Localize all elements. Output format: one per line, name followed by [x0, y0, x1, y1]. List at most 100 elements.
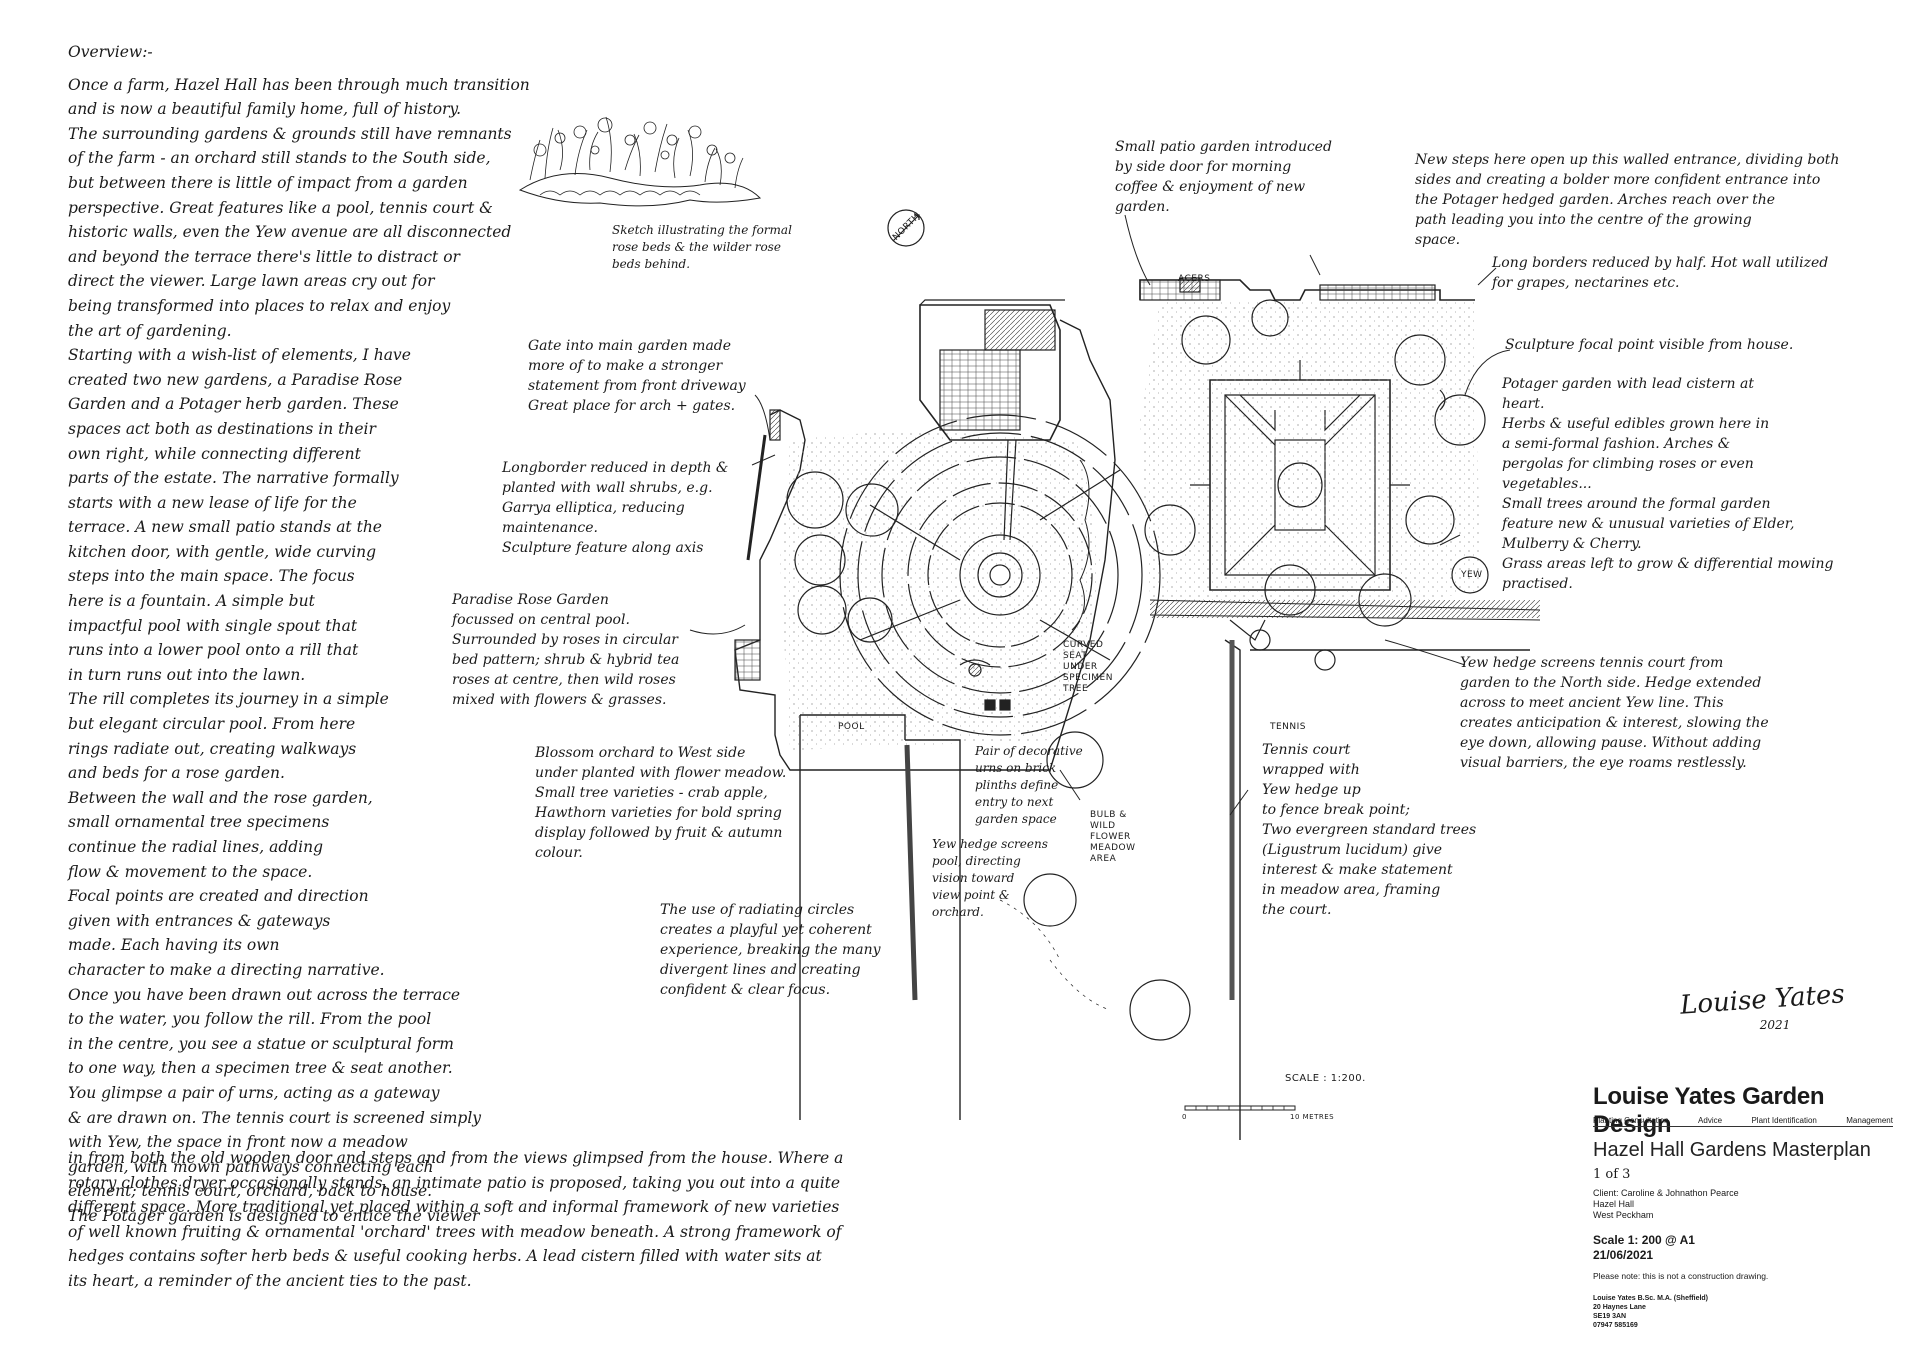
caption-line: beds behind. — [612, 257, 691, 271]
overview-line: Focal points are created and direction — [68, 887, 369, 906]
label-line: SPECIMEN — [1063, 673, 1113, 683]
label-line: BULB & — [1090, 810, 1127, 820]
overview-line: its heart, a reminder of the ancient tie… — [68, 1271, 472, 1290]
overview-line: continue the radial lines, adding — [68, 838, 324, 856]
note-line: Pair of decorative — [975, 744, 1083, 758]
overview-line: in from both the old wooden door and ste… — [68, 1149, 844, 1167]
note-circles: The use of radiating circles creates a p… — [660, 900, 881, 1000]
title-block: Louise Yates Garden Design Planting Cons… — [1575, 1055, 1905, 1337]
overview-line: given with entrances & gateways — [68, 911, 331, 930]
label-line: WILD — [1090, 821, 1116, 831]
note-line: under planted with flower meadow. — [535, 765, 787, 781]
note-line: (Ligustrum lucidum) give — [1262, 842, 1443, 858]
address-line: 07947 585169 — [1593, 1322, 1638, 1329]
overview-line: flow & movement to the space. — [68, 862, 313, 881]
note-line: Sculpture feature along axis — [502, 540, 704, 556]
note-line: focussed on central pool. — [452, 612, 630, 628]
note-urns: Pair of decorative urns on brick plinths… — [975, 743, 1083, 828]
overview-line: parts of the estate. The narrative forma… — [68, 469, 399, 488]
overview-line: different space. More traditional yet pl… — [68, 1198, 840, 1217]
label-line: FLOWER — [1090, 832, 1131, 842]
note-line: heart. — [1502, 396, 1545, 412]
label-tennis: TENNIS — [1270, 722, 1307, 732]
note-line: by side door for morning — [1115, 159, 1292, 175]
overview-line: rings radiate out, creating walkways — [68, 739, 357, 758]
note-line: roses at centre, then wild roses — [452, 672, 676, 688]
overview-line: and beyond the terrace there's little to… — [68, 247, 460, 266]
service-item: Advice — [1698, 1116, 1723, 1125]
note-line: creates a playful yet coherent — [660, 922, 872, 938]
rose-garden-area — [734, 299, 1191, 1120]
note-line: practised. — [1502, 576, 1573, 592]
overview-line: made. Each having its own — [68, 936, 280, 955]
overview-line: The surrounding gardens & grounds still … — [68, 124, 512, 143]
note-line: Two evergreen standard trees — [1262, 822, 1477, 838]
designer-address: Louise Yates B.Sc. M.A. (Sheffield) 20 H… — [1593, 1294, 1708, 1330]
note-small-trees: Small trees around the formal garden fea… — [1502, 494, 1833, 594]
note-line: Gate into main garden made — [528, 338, 732, 354]
address-line: 20 Haynes Lane — [1593, 1304, 1646, 1311]
note-line: visual barriers, the eye roams restlessl… — [1460, 755, 1747, 771]
service-item: Management — [1846, 1116, 1893, 1125]
address-line: Louise Yates B.Sc. M.A. (Sheffield) — [1593, 1295, 1709, 1302]
label-acers: ACERS — [1178, 274, 1211, 284]
overview-line: character to make a directing narrative. — [68, 960, 385, 979]
label-line: AREA — [1090, 854, 1117, 864]
firm-name: Louise Yates Garden Design — [1593, 1083, 1825, 1138]
note-line: Yew hedge screens tennis court from — [1460, 655, 1724, 671]
note-line: Paradise Rose Garden — [452, 592, 609, 608]
potager-garden-area — [1139, 277, 1541, 1140]
overview-line: with Yew, the space in front now a meado… — [68, 1133, 408, 1152]
overview-line: & are drawn on. The tennis court is scre… — [68, 1108, 482, 1127]
note-line: Herbs & useful edibles grown here in — [1502, 416, 1770, 432]
note-line: Long borders reduced by half. Hot wall u… — [1492, 255, 1829, 271]
note-line: path leading you into the centre of the … — [1415, 212, 1752, 228]
overview-line: of the farm - an orchard still stands to… — [68, 149, 491, 168]
overview-line: to the water, you follow the rill. From … — [68, 1010, 432, 1029]
client-line: Hazel Hall — [1593, 1199, 1635, 1209]
note-line: Potager garden with lead cistern at — [1502, 376, 1754, 392]
disclaimer: Please note: this is not a construction … — [1593, 1271, 1769, 1281]
note-line: urns on brick — [975, 761, 1057, 775]
overview-line: garden, with mown pathways connecting ea… — [68, 1157, 434, 1176]
overview-text: Overview:- Once a farm, Hazel Hall has b… — [68, 40, 538, 1229]
note-line: Blossom orchard to West side — [535, 745, 746, 761]
note-gate: Gate into main garden made more of to ma… — [528, 336, 746, 416]
note-line: Longborder reduced in depth & — [502, 460, 729, 476]
note-line: experience, breaking the many — [660, 942, 881, 958]
note-line: mixed with flowers & grasses. — [452, 692, 667, 708]
caption-line: rose beds & the wilder rose — [612, 240, 781, 254]
overview-line: and beds for a rose garden. — [68, 764, 285, 783]
overview-line: impactful pool with single spout that — [68, 616, 358, 635]
note-line: confident & clear focus. — [660, 982, 831, 998]
note-patio: Small patio garden introduced by side do… — [1115, 137, 1332, 217]
overview-line: terrace. A new small patio stands at the — [68, 518, 382, 537]
overview-line: historic walls, even the Yew avenue are … — [68, 223, 512, 242]
note-line: planted with wall shrubs, e.g. — [502, 480, 713, 496]
overview-line: to one way, then a specimen tree & seat … — [68, 1059, 453, 1078]
label-line: SEAT — [1063, 651, 1088, 661]
overview-line: Starting with a wish-list of elements, I… — [68, 346, 411, 365]
scale-bar — [1184, 1105, 1296, 1111]
note-tennis: Tennis court wrapped with Yew hedge up t… — [1262, 740, 1476, 920]
overview-line: steps into the main space. The focus — [68, 567, 355, 586]
client-line: Client: Caroline & Johnathon Pearce — [1593, 1188, 1739, 1198]
note-line: colour. — [535, 845, 583, 861]
note-line: interest & make statement — [1262, 862, 1453, 878]
note-line: eye down, allowing pause. Without adding — [1460, 735, 1762, 751]
overview-line: The Potager garden is designed to entice… — [68, 1206, 480, 1225]
label-line: TREE — [1063, 684, 1089, 694]
overview-heading: Overview:- — [68, 43, 153, 61]
overview-line: The rill completes its journey in a simp… — [68, 690, 389, 709]
note-line: New steps here open up this walled entra… — [1415, 152, 1840, 168]
note-line: Small patio garden introduced — [1115, 139, 1332, 155]
label-scale-ten: 10 METRES — [1290, 1113, 1335, 1121]
note-borders: Long borders reduced by half. Hot wall u… — [1492, 253, 1828, 293]
north-arrow — [887, 209, 925, 247]
service-item: Planting Consultation — [1593, 1116, 1669, 1125]
note-steps: New steps here open up this walled entra… — [1415, 150, 1839, 250]
note-line: view point & — [932, 888, 1010, 902]
note-line: pool, directing — [932, 854, 1021, 868]
scale-and-date: Scale 1: 200 @ A1 21/06/2021 — [1593, 1233, 1695, 1263]
